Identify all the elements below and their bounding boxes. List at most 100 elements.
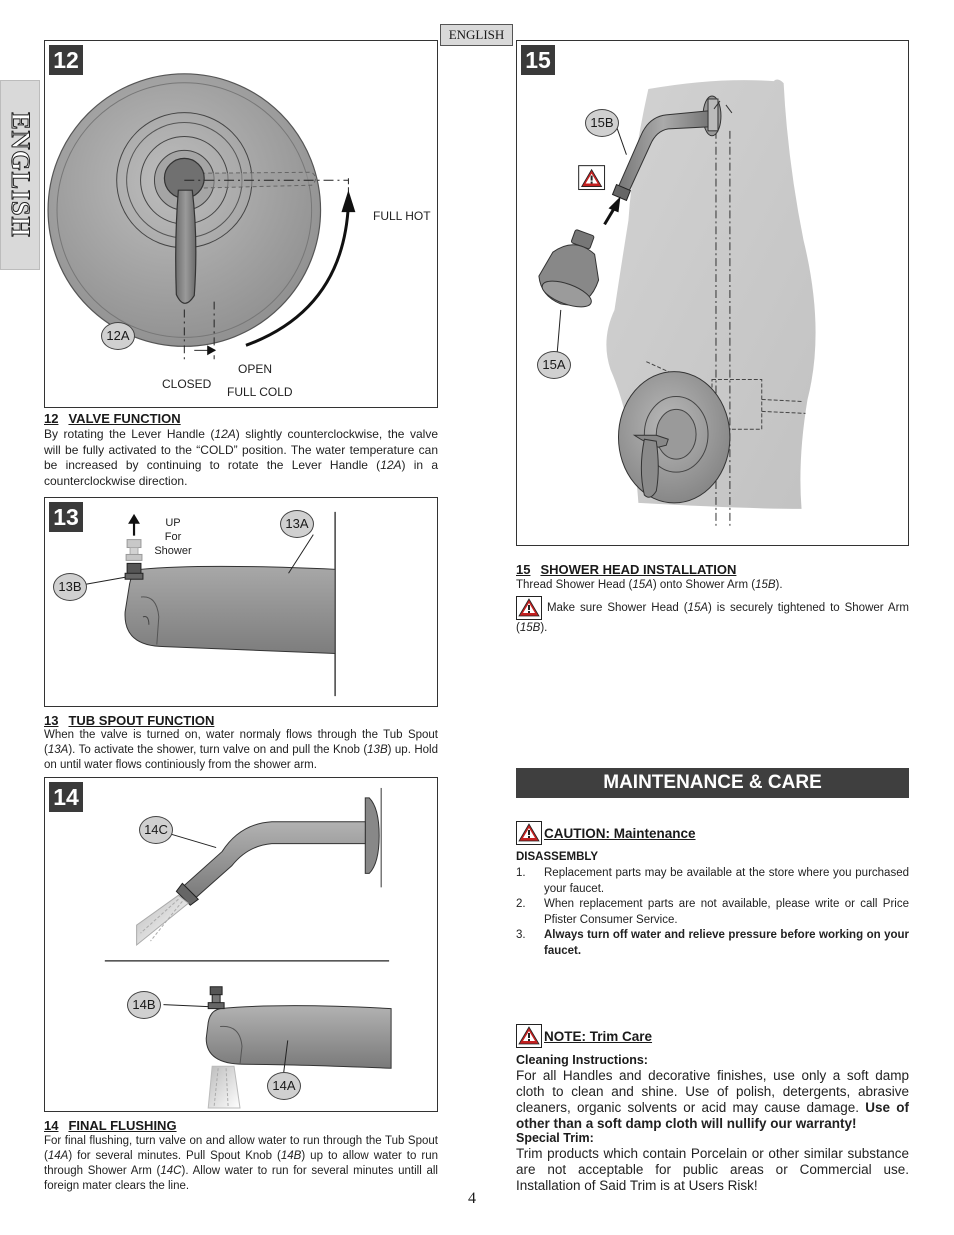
ref-13b: 13B [367,744,388,756]
section-15-text-part: ) onto Shower Arm ( [652,579,756,591]
warning-icon [516,596,542,620]
callout-13b: 13B [53,573,87,601]
section-13-title: 13 TUB SPOUT FUNCTION [44,713,214,728]
ref-14a: 14A [47,1150,69,1162]
section-14-number: 14 [44,1118,59,1133]
list-item-number: 3. [516,929,526,941]
figure-15-panel: 15 15B 15A [516,40,909,546]
ref-12a: 12A [380,458,402,472]
section-14-heading: FINAL FLUSHING [68,1118,177,1133]
ref-13a: 13A [47,744,69,756]
cleaning-instructions-text: For all Handles and decorative finishes,… [516,1068,909,1132]
up-for-shower-label: UP For Shower [151,516,195,558]
disassembly-list: 1. Replacement parts may be available at … [516,866,909,959]
callout-14b: 14B [127,991,161,1019]
section-15-warning-part: ) is securely tightened to Shower Arm ( [516,602,909,634]
figure-14-panel: 14 14C 14B 14A [44,777,438,1112]
up-label-line: Shower [154,545,192,557]
warning-icon [516,821,542,845]
section-12-text-part: By rotating the Lever Handle ( [44,427,215,441]
section-14-text-part: ). Allow water to run for several minute… [44,1165,438,1192]
ref-12a: 12A [214,427,236,441]
section-14-title: 14 FINAL FLUSHING [44,1118,177,1133]
section-14-text-part: ) for several minutes. Pull Spout Knob ( [68,1150,281,1162]
figure-13-number: 13 [49,502,83,532]
section-12-text: By rotating the Lever Handle (12A) sligh… [44,427,438,489]
side-language-tab: ENGLISH [0,80,40,270]
section-14-text: For final flushing, turn valve on and al… [44,1134,438,1194]
section-12-text-part: ) in a counterclockwise direction. [44,458,439,488]
shower-head-installation-illustration [538,79,816,529]
warranty-warning: Use of other than a soft damp cloth will… [516,1100,909,1131]
special-trim-text: Trim products which contain Porcelain or… [516,1146,909,1193]
section-12-heading: VALVE FUNCTION [68,411,181,426]
ref-15a: 15A [632,579,653,591]
callout-14a: 14A [267,1072,301,1100]
disassembly-label: DISASSEMBLY [516,851,599,863]
figure-12-number: 12 [49,45,83,75]
ref-15b: 15B [519,622,541,634]
section-15-heading: SHOWER HEAD INSTALLATION [540,562,737,577]
figure-14-number: 14 [49,782,83,812]
valve-trim-illustration [47,73,356,360]
figure-13-panel: 13 UP For Shower 13A 13B [44,497,438,707]
callout-15b: 15B [585,109,619,137]
page-number: 4 [468,1190,476,1207]
closed-label: CLOSED [162,377,212,391]
section-13-text-part: ) up. Hold on until water flows continio… [44,744,438,771]
section-14-text-part: For final flushing, turn valve on and al… [44,1135,438,1162]
section-15-text-part: Thread Shower Head ( [516,579,633,591]
callout-14c: 14C [139,816,173,844]
callout-13a: 13A [280,510,314,538]
section-15-number: 15 [516,562,531,577]
tub-spout-illustration [86,511,336,697]
maintenance-care-banner: MAINTENANCE & CARE [516,768,909,798]
ref-15b: 15B [755,579,776,591]
list-item-number: 1. [516,867,526,879]
caution-maintenance-heading: CAUTION: Maintenance [516,821,696,845]
special-trim-label: Special Trim: [516,1131,594,1145]
section-15-text: Thread Shower Head (15A) onto Shower Arm… [516,578,909,593]
full-hot-label: FULL HOT [373,209,431,223]
ref-14c: 14C [160,1165,182,1177]
figure-12-panel: 12 FULL HOT OPEN CLOSED FULL COLD 12A [44,40,438,408]
figure-15-number: 15 [521,45,555,75]
ref-14b: 14B [280,1150,302,1162]
section-13-number: 13 [44,713,59,728]
ref-15a: 15A [687,602,709,615]
list-item: 1. Replacement parts may be available at … [516,866,909,897]
full-cold-label: FULL COLD [227,385,293,399]
note-title: NOTE: Trim Care [544,1028,653,1044]
cleaning-text-part: For all Handles and decorative finishes,… [516,1068,909,1115]
list-item-number: 2. [516,898,526,910]
section-15-warning-part: Make sure Shower Head ( [542,602,688,615]
up-label-line: UP [165,517,181,529]
section-12-number: 12 [44,411,59,426]
final-flushing-illustration [104,787,392,1109]
section-15-warning-text: Make sure Shower Head (15A) is securely … [516,596,909,637]
open-label: OPEN [238,362,273,376]
list-item-text: Always turn off water and relieve pressu… [544,929,909,957]
list-item: 2. When replacement parts are not availab… [516,897,909,928]
note-trim-care-heading: NOTE: Trim Care [516,1024,652,1048]
section-13-heading: TUB SPOUT FUNCTION [68,713,215,728]
section-15-text-part: ). [775,579,783,591]
section-12-title: 12 VALVE FUNCTION [44,411,181,426]
list-item-text: Replacement parts may be available at th… [544,867,909,895]
warning-icon [516,1024,542,1048]
section-12-text-part: ) slightly counterclockwise, the valve w… [44,427,438,472]
callout-15a: 15A [537,351,571,379]
language-tag: ENGLISH [440,24,513,46]
section-13-text: When the valve is turned on, water norma… [44,728,438,773]
list-item: 3. Always turn off water and relieve pres… [516,928,909,959]
side-tab-label: ENGLISH [6,112,36,239]
up-label-line: For [164,531,182,543]
list-item-text: When replacement parts are not available… [544,898,909,926]
section-15-title: 15 SHOWER HEAD INSTALLATION [516,562,736,577]
callout-12a: 12A [101,322,135,350]
caution-title: CAUTION: Maintenance [544,825,696,841]
section-13-text-part: When the valve is turned on, water norma… [44,729,438,756]
section-15-warning-part: ). [540,622,548,634]
section-13-text-part: ). To activate the shower, turn valve on… [68,744,368,756]
cleaning-instructions-label: Cleaning Instructions: [516,1053,648,1067]
